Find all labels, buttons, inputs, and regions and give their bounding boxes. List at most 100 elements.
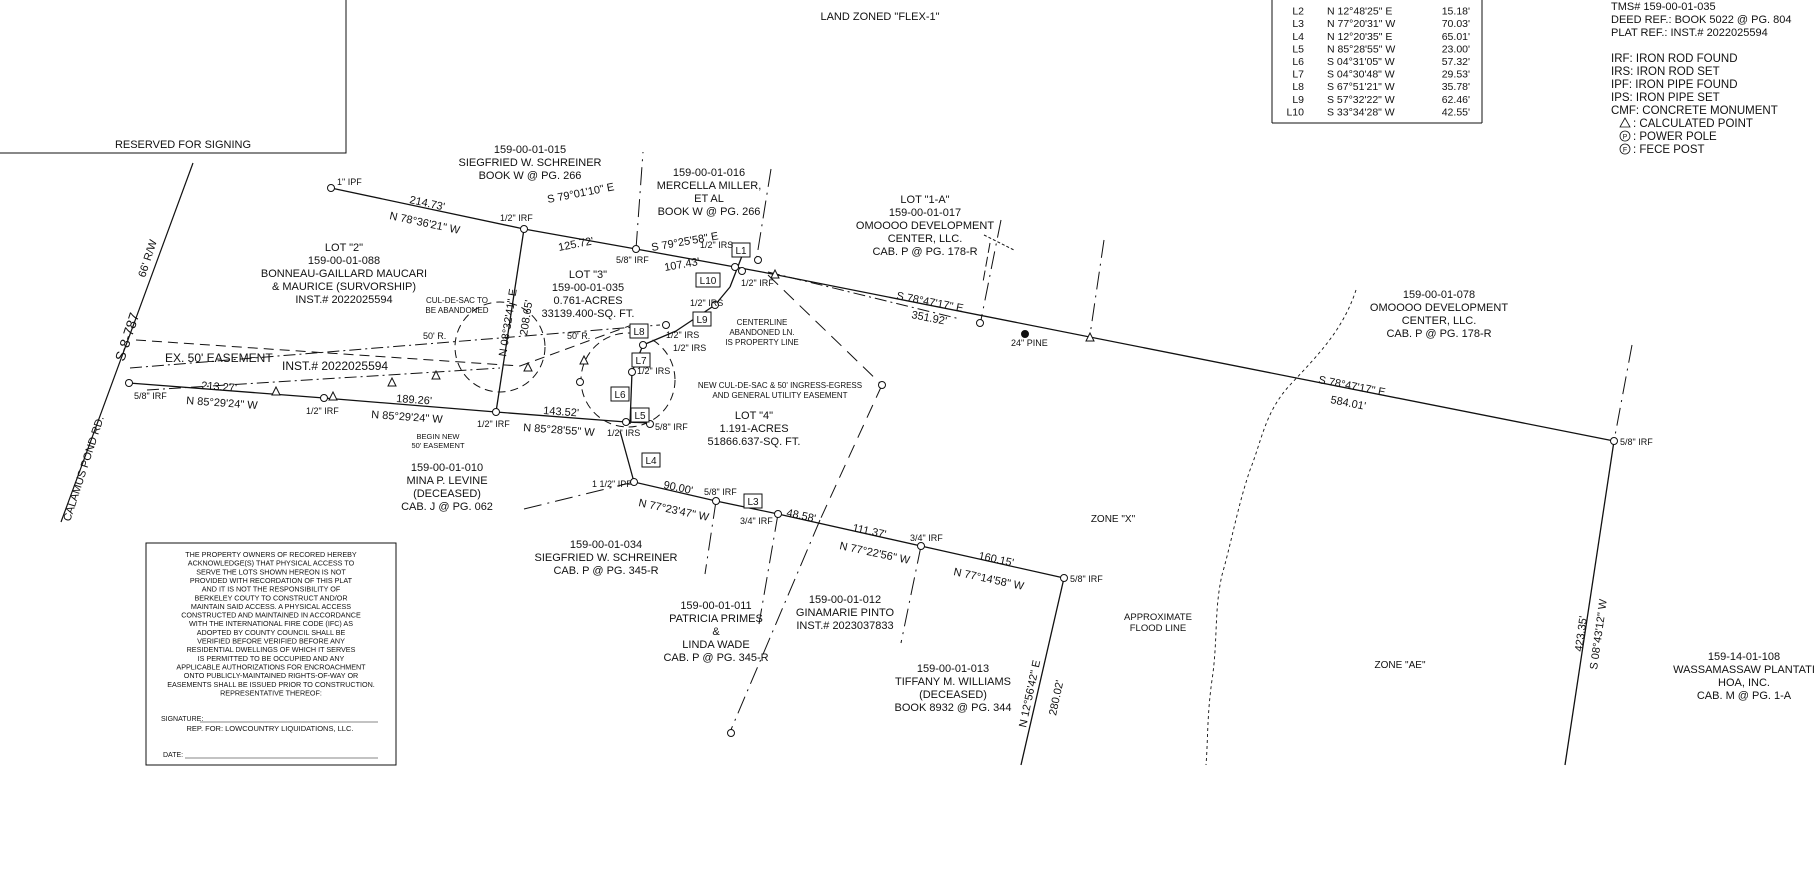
parcel-label-010: (DECEASED): [413, 488, 481, 500]
svg-text:L9: L9: [696, 315, 708, 326]
line-table-distance: 29.53': [1442, 69, 1470, 81]
svg-text:L1: L1: [735, 246, 747, 257]
bearing-distance-label: N 12°56'42" E: [1017, 659, 1043, 729]
monument-label: 5/8" IRF: [616, 255, 649, 265]
parcel-label-034: CAB. P @ PG. 345-R: [553, 565, 658, 577]
easement-lines: [129, 151, 1633, 733]
certificate-line: WITH THE INTERNATIONAL FIRE CODE (IFC) A…: [189, 619, 353, 628]
parcel-label-lot2: LOT "2": [325, 242, 363, 254]
legend-item: CMF: CONCRETE MONUMENT: [1611, 105, 1778, 117]
certificate-line: APPLICABLE AUTHORIZATIONS FOR ENCROACHME…: [176, 662, 366, 671]
bearing-distance-label: 143.52': [543, 405, 580, 419]
bearing-distance-label: 351.92': [910, 309, 947, 328]
parcel-label-034: SIEGFRIED W. SCHREINER: [534, 552, 677, 564]
parcel-label-013: TIFFANY M. WILLIAMS: [895, 676, 1011, 688]
bearing-distance-label: N 77°22'56" W: [838, 540, 911, 567]
line-table-id: L3: [1292, 18, 1304, 30]
line-table-distance: 62.46': [1442, 94, 1470, 106]
monument-label: 1/2" IRS: [673, 343, 706, 353]
monument-label: 1" IPF: [337, 177, 362, 187]
certificate-line: ADOPTED BY COUNTY COUNCIL SHALL BE: [197, 628, 346, 637]
line-table-distance: 13.91': [1442, 0, 1470, 3]
line-table-id: L6: [1292, 56, 1304, 68]
bearing-distance-label: 160.15': [977, 550, 1014, 569]
parcel-label-lot2: INST.# 2022025594: [295, 294, 392, 306]
line-table-id: L10: [1286, 106, 1304, 118]
monument-label: 5/8" IRF: [134, 391, 167, 401]
svg-text:L8: L8: [633, 327, 645, 338]
svg-text:L4: L4: [645, 456, 657, 467]
calculated-point-icon: [1619, 117, 1631, 128]
line-table-distance: 70.03': [1442, 18, 1470, 30]
parcel-label-011: &: [712, 626, 720, 638]
line-table-id: L1: [1292, 0, 1304, 3]
power-pole-icon: [1619, 130, 1631, 142]
note-begin-easement: 50' EASEMENT: [411, 441, 465, 450]
signature-label: SIGNATURE:: [161, 716, 203, 723]
note-centerline: ABANDONED LN.: [729, 328, 794, 337]
legend-item: : CALCULATED POINT: [1633, 118, 1753, 130]
svg-text:L10: L10: [700, 276, 717, 287]
line-table-distance: 57.32': [1442, 56, 1470, 68]
plat-reference: PLAT REF.: INST.# 2022025594: [1611, 27, 1768, 39]
svg-text:L3: L3: [747, 497, 759, 508]
parcel-label-lot2: BONNEAU-GAILLARD MAUCARI: [261, 268, 427, 280]
parcel-label-011: 159-00-01-011: [680, 600, 751, 612]
certificate-line: RESIDENTIAL DWELLINGS OF WHICH IT SERVES: [187, 645, 356, 654]
date-label: DATE:: [163, 752, 183, 759]
certificate-line: EASEMENTS SHALL BE ISSUED PRIOR TO CONST…: [167, 680, 375, 689]
road-route-label: S-8-787: [112, 310, 143, 363]
parcel-label-108: WASSAMASSAW PLANTATI: [1673, 664, 1814, 676]
fence-post-icon: [1619, 143, 1631, 155]
rep-label: REP. FOR: LOWCOUNTRY LIQUIDATIONS, LLC.: [187, 724, 354, 733]
line-table-id: L4: [1292, 31, 1304, 43]
line-table-bearing: S 79°25'59" E: [1327, 0, 1392, 3]
certificate-line: REPRESENTATIVE THEREOF:: [220, 688, 322, 697]
parcel-label-lot2: 159-00-01-088: [308, 255, 380, 267]
parcel-label-016: ET AL: [694, 193, 724, 205]
bearing-distance-label: N 78°36'21" W: [388, 210, 461, 237]
monument-label: 1/2" IRS: [637, 366, 670, 376]
bearing-distance-label: 214.73': [408, 194, 445, 213]
monument-label: 1/2" IRF: [477, 419, 510, 429]
legend-item: : POWER POLE: [1633, 131, 1717, 143]
line-table-bearing: N 12°20'35" E: [1327, 31, 1392, 43]
legend-item: IPS: IRON PIPE SET: [1611, 92, 1720, 104]
reserved-signing-box: RESERVED FOR SIGNING: [0, 0, 347, 154]
line-table: L1S 79°25'59" E13.91'L2N 12°48'25" E15.1…: [1271, 0, 1483, 124]
monument-label: 5/8" IRF: [704, 487, 737, 497]
zone-top-label: LAND ZONED "FLEX-1": [820, 11, 939, 23]
parcel-label-lot3: 33139.400-SQ. FT.: [542, 308, 635, 320]
radius-label: 50' R.: [423, 331, 446, 341]
bearing-distance-label: 90.00': [662, 479, 693, 497]
parcel-label-078: 159-00-01-078: [1403, 289, 1475, 301]
calculated-points: [271, 268, 1095, 401]
tms-number: TMS# 159-00-01-035: [1611, 1, 1716, 13]
bearing-distance-label: 208.65': [518, 299, 535, 336]
certificate-line: ONTO PUBLICLY-MAINTAINED RIGHTS-OF-WAY O…: [184, 671, 359, 680]
power-pole-glyph: P: [1623, 134, 1628, 141]
certificate-line: SERVE THE LOTS SHOWN HEREON IS NOT: [196, 567, 346, 576]
monument-points: [125, 184, 1618, 737]
monument-label: 1/2" IRF: [306, 406, 339, 416]
road-row-label: 66' R/W: [136, 238, 160, 279]
parcel-label-lot1a: 159-00-01-017: [889, 207, 961, 219]
line-table-distance: 23.00': [1442, 43, 1470, 55]
parcel-label-078: CENTER, LLC.: [1402, 315, 1477, 327]
parcel-label-108: CAB. M @ PG. 1-A: [1697, 690, 1792, 702]
certificate-line: AND IT IS NOT THE RESPONSIBILITY OF: [202, 585, 341, 594]
parcel-label-lot2: & MAURICE (SURVORSHIP): [272, 281, 416, 293]
monument-label: 1/2" IRS: [607, 428, 640, 438]
parcel-label-lot4: 1.191-ACRES: [719, 423, 788, 435]
bearing-distance-label: N 77°14'58" W: [952, 566, 1025, 593]
svg-text:L5: L5: [634, 411, 646, 422]
parcel-label-015: SIEGFRIED W. SCHREINER: [458, 157, 601, 169]
parcel-label-108: HOA, INC.: [1718, 677, 1770, 689]
note-begin-easement: BEGIN NEW: [417, 432, 461, 441]
line-call-labels: L1 L10 L9 L8 L7 L6 L5 L4 L3: [614, 246, 759, 508]
info-block: TMS# 159-00-01-035 DEED REF.: BOOK 5022 …: [1611, 1, 1792, 39]
monument-label: 24" PINE: [1011, 338, 1048, 348]
parcel-label-lot1a: CENTER, LLC.: [888, 233, 963, 245]
certificate-line: CONSTRUCTED AND MAINTAINED IN ACCORDANCE: [181, 611, 361, 620]
